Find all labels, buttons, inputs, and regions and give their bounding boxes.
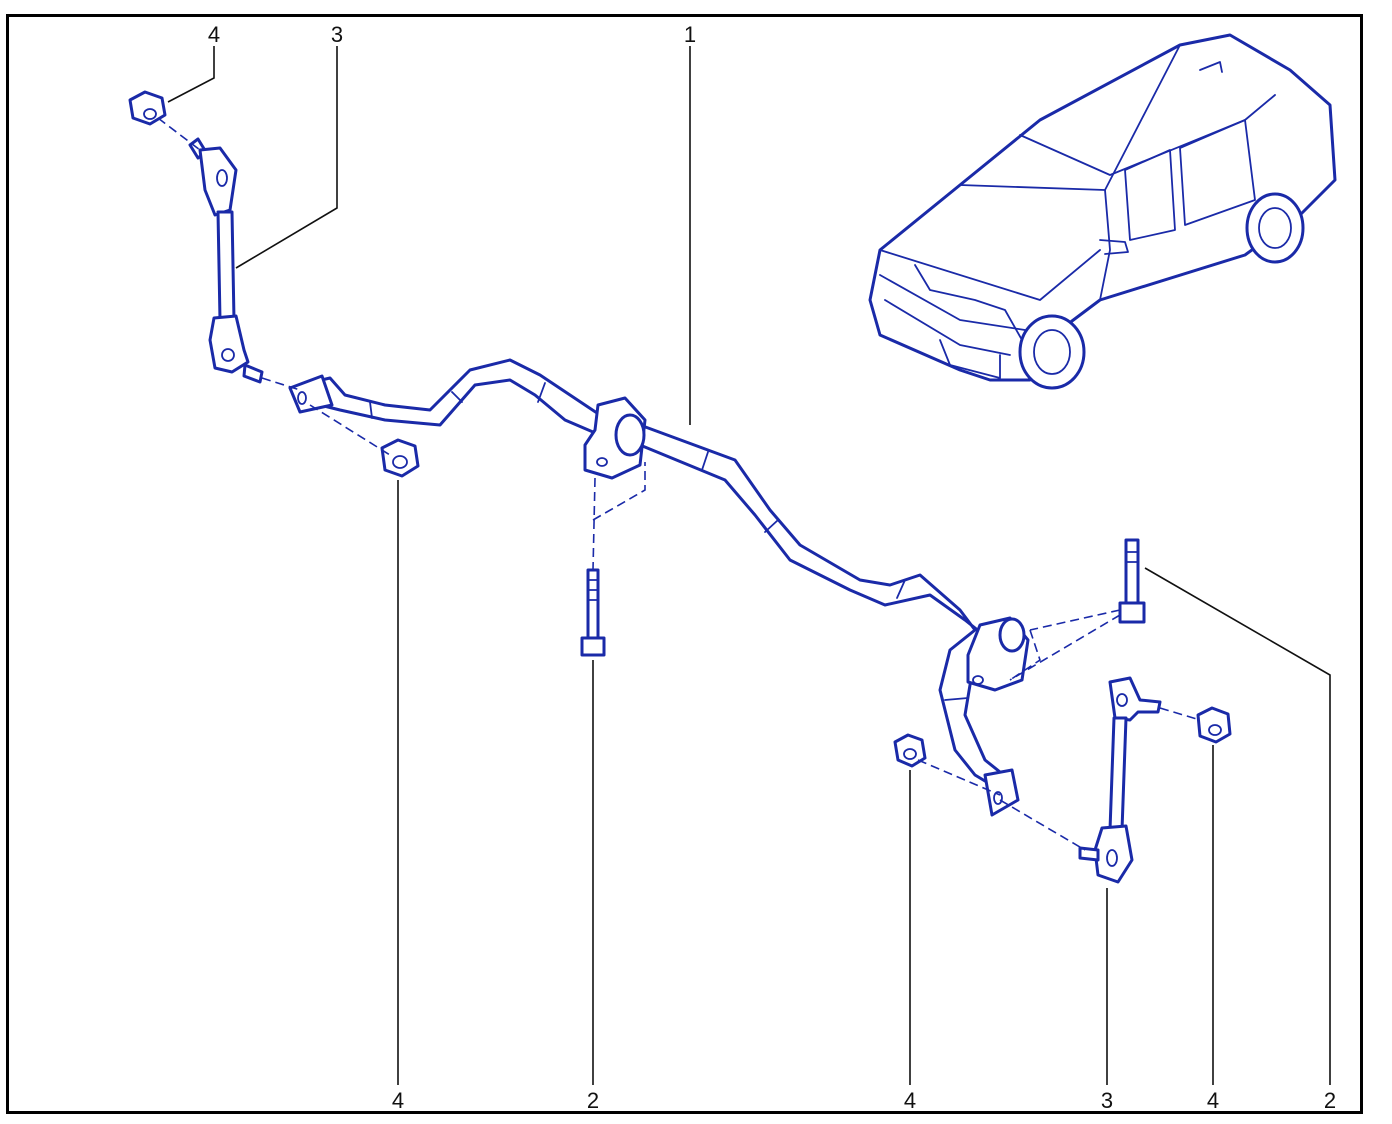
callout-bolt-center: 2	[587, 1088, 599, 1113]
callout-bolt-right: 2	[1324, 1088, 1336, 1113]
callout-nut-right-a: 4	[904, 1088, 916, 1113]
left-stabilizer-link	[188, 137, 264, 384]
callout-link-top-left: 3	[331, 22, 343, 47]
bolt-center	[580, 568, 606, 657]
callout-stabilizer-bar: 1	[684, 22, 696, 47]
left-bushing-clamp	[583, 396, 647, 480]
bolt-right	[1118, 538, 1146, 624]
vehicle-illustration	[868, 33, 1337, 390]
callout-link-right: 3	[1101, 1088, 1113, 1113]
leader-lines	[167, 46, 1331, 1085]
right-bushing-clamp	[966, 616, 1030, 692]
stabilizer-bar	[288, 358, 1020, 817]
callout-nut-right-b: 4	[1207, 1088, 1219, 1113]
nut-mid-left	[380, 438, 420, 478]
callout-nut-top-left: 4	[208, 22, 220, 47]
nut-top-left	[128, 90, 167, 126]
assembly-lines	[157, 117, 1201, 851]
callout-nut-mid-left: 4	[392, 1088, 404, 1113]
diagram-frame	[6, 14, 1363, 1114]
nut-right-b	[1196, 706, 1232, 744]
nut-right-a	[893, 733, 927, 768]
right-stabilizer-link	[1078, 676, 1162, 884]
